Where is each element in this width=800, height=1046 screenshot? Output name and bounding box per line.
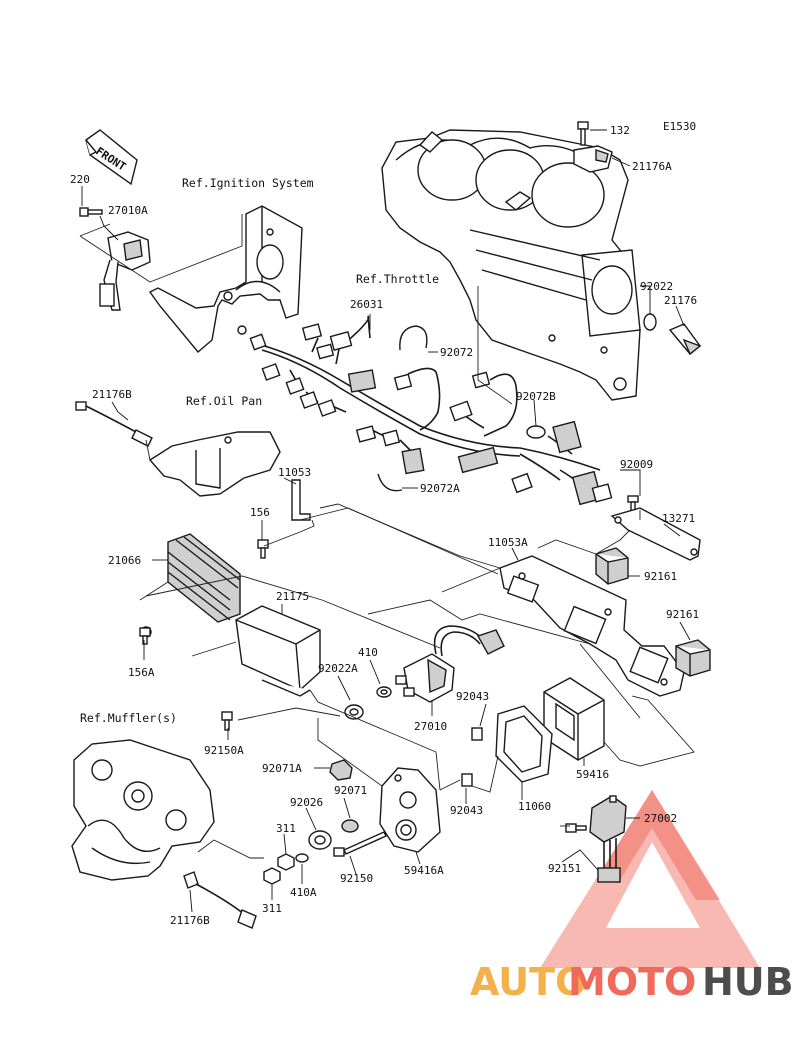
bolt-92151	[565, 823, 587, 833]
sensor-21176B-bottom	[183, 871, 257, 929]
reference-lines	[79, 214, 695, 859]
part-label-92009: 92009	[620, 458, 653, 471]
washer-410A	[295, 853, 309, 863]
bolt-92150A	[221, 711, 233, 731]
part-label-92043-b: 92043	[450, 804, 483, 817]
part-label-92022A: 92022A	[318, 662, 358, 675]
part-label-92151: 92151	[548, 862, 581, 875]
part-label-220: 220	[70, 173, 90, 186]
part-label-21176A: 21176A	[632, 160, 672, 173]
oil-pan	[148, 431, 281, 497]
nut-311-b	[263, 867, 281, 885]
part-label-27010: 27010	[414, 720, 447, 733]
grommet-92161-a	[595, 547, 629, 585]
diagram-code: E1530	[663, 120, 696, 133]
part-label-11053A: 11053A	[488, 536, 528, 549]
rectifier-21066	[140, 533, 241, 638]
muffler	[71, 739, 215, 881]
grommet-92161-b	[675, 639, 711, 677]
leader-lines	[81, 129, 691, 913]
part-label-59416: 59416	[576, 768, 609, 781]
bolt-156	[257, 539, 269, 559]
part-label-92150A: 92150A	[204, 744, 244, 757]
sensor-21176B-top	[75, 401, 153, 447]
part-label-27010A: 27010A	[108, 204, 148, 217]
part-label-132: 132	[610, 124, 630, 137]
ecu-21175	[235, 605, 321, 697]
part-label-21176B-top: 21176B	[92, 388, 132, 401]
part-label-59416A: 59416A	[404, 864, 444, 877]
front-arrow-icon: FRONT	[85, 129, 138, 186]
sensor-27010A	[99, 231, 151, 311]
part-label-11053: 11053	[278, 466, 311, 479]
part-label-92071A: 92071A	[262, 762, 302, 775]
ignition-bracket	[148, 205, 303, 353]
bolt-156A	[139, 627, 151, 645]
clamp-92072A	[377, 473, 403, 492]
sensor-27010	[395, 625, 505, 703]
ref-muffler-label: Ref.Muffler(s)	[80, 711, 177, 725]
bracket-59416A	[379, 767, 441, 853]
nut-311-a	[277, 853, 295, 871]
part-label-92161-a: 92161	[644, 570, 677, 583]
washer-92022	[643, 313, 657, 331]
plate-11053A	[499, 555, 685, 697]
sensor-21176A	[573, 145, 613, 173]
part-label-311-b: 311	[262, 902, 282, 915]
stay-13271	[610, 507, 701, 561]
part-label-27002: 27002	[644, 812, 677, 825]
part-label-410: 410	[358, 646, 378, 659]
part-label-92071: 92071	[334, 784, 367, 797]
part-label-21175: 21175	[276, 590, 309, 603]
grommet-92071A	[329, 759, 353, 781]
sensor-21176	[668, 323, 702, 356]
part-label-92022: 92022	[640, 280, 673, 293]
watermark-auto: AUTO	[470, 960, 587, 1004]
bolt-92150	[333, 831, 387, 857]
part-label-21176B-bottom: 21176B	[170, 914, 210, 927]
part-label-92043-a: 92043	[456, 690, 489, 703]
watermark-logo	[540, 790, 760, 968]
part-label-410A: 410A	[290, 886, 317, 899]
watermark-moto: MOTO	[568, 960, 696, 1004]
throttle-body	[381, 129, 641, 401]
part-label-92072A: 92072A	[420, 482, 460, 495]
ref-throttle-label: Ref.Throttle	[356, 272, 439, 286]
grommet-92071	[341, 819, 359, 833]
pin-92043-a	[471, 727, 483, 741]
part-label-92150: 92150	[340, 872, 373, 885]
bracket-59416	[543, 677, 605, 761]
ref-oil-pan-label: Ref.Oil Pan	[186, 394, 262, 408]
bolt-220	[79, 207, 103, 217]
harness-connectors	[249, 323, 613, 506]
part-label-13271: 13271	[662, 512, 695, 525]
watermark-hub: HUB	[702, 960, 794, 1004]
part-label-21066: 21066	[108, 554, 141, 567]
part-label-92072B: 92072B	[516, 390, 556, 403]
switch-27002	[589, 795, 627, 883]
part-label-21176: 21176	[664, 294, 697, 307]
part-label-92072: 92072	[440, 346, 473, 359]
part-label-26031: 26031	[350, 298, 383, 311]
part-label-92026: 92026	[290, 796, 323, 809]
part-label-156A: 156A	[128, 666, 155, 679]
part-label-311-a: 311	[276, 822, 296, 835]
clamp-92072B	[526, 425, 546, 439]
part-label-92161-b: 92161	[666, 608, 699, 621]
gasket-11060	[495, 705, 553, 783]
washer-410	[376, 686, 392, 698]
clamp-92072	[399, 325, 428, 351]
bolt-132	[577, 121, 589, 146]
collar-92026	[308, 830, 332, 850]
watermark-text: AUTO MOTO HUB	[470, 960, 794, 1004]
part-label-156: 156	[250, 506, 270, 519]
part-label-11060: 11060	[518, 800, 551, 813]
bracket-11053	[291, 479, 311, 521]
pin-92043-b	[461, 773, 473, 787]
ref-ignition-label: Ref.Ignition System	[182, 176, 314, 190]
